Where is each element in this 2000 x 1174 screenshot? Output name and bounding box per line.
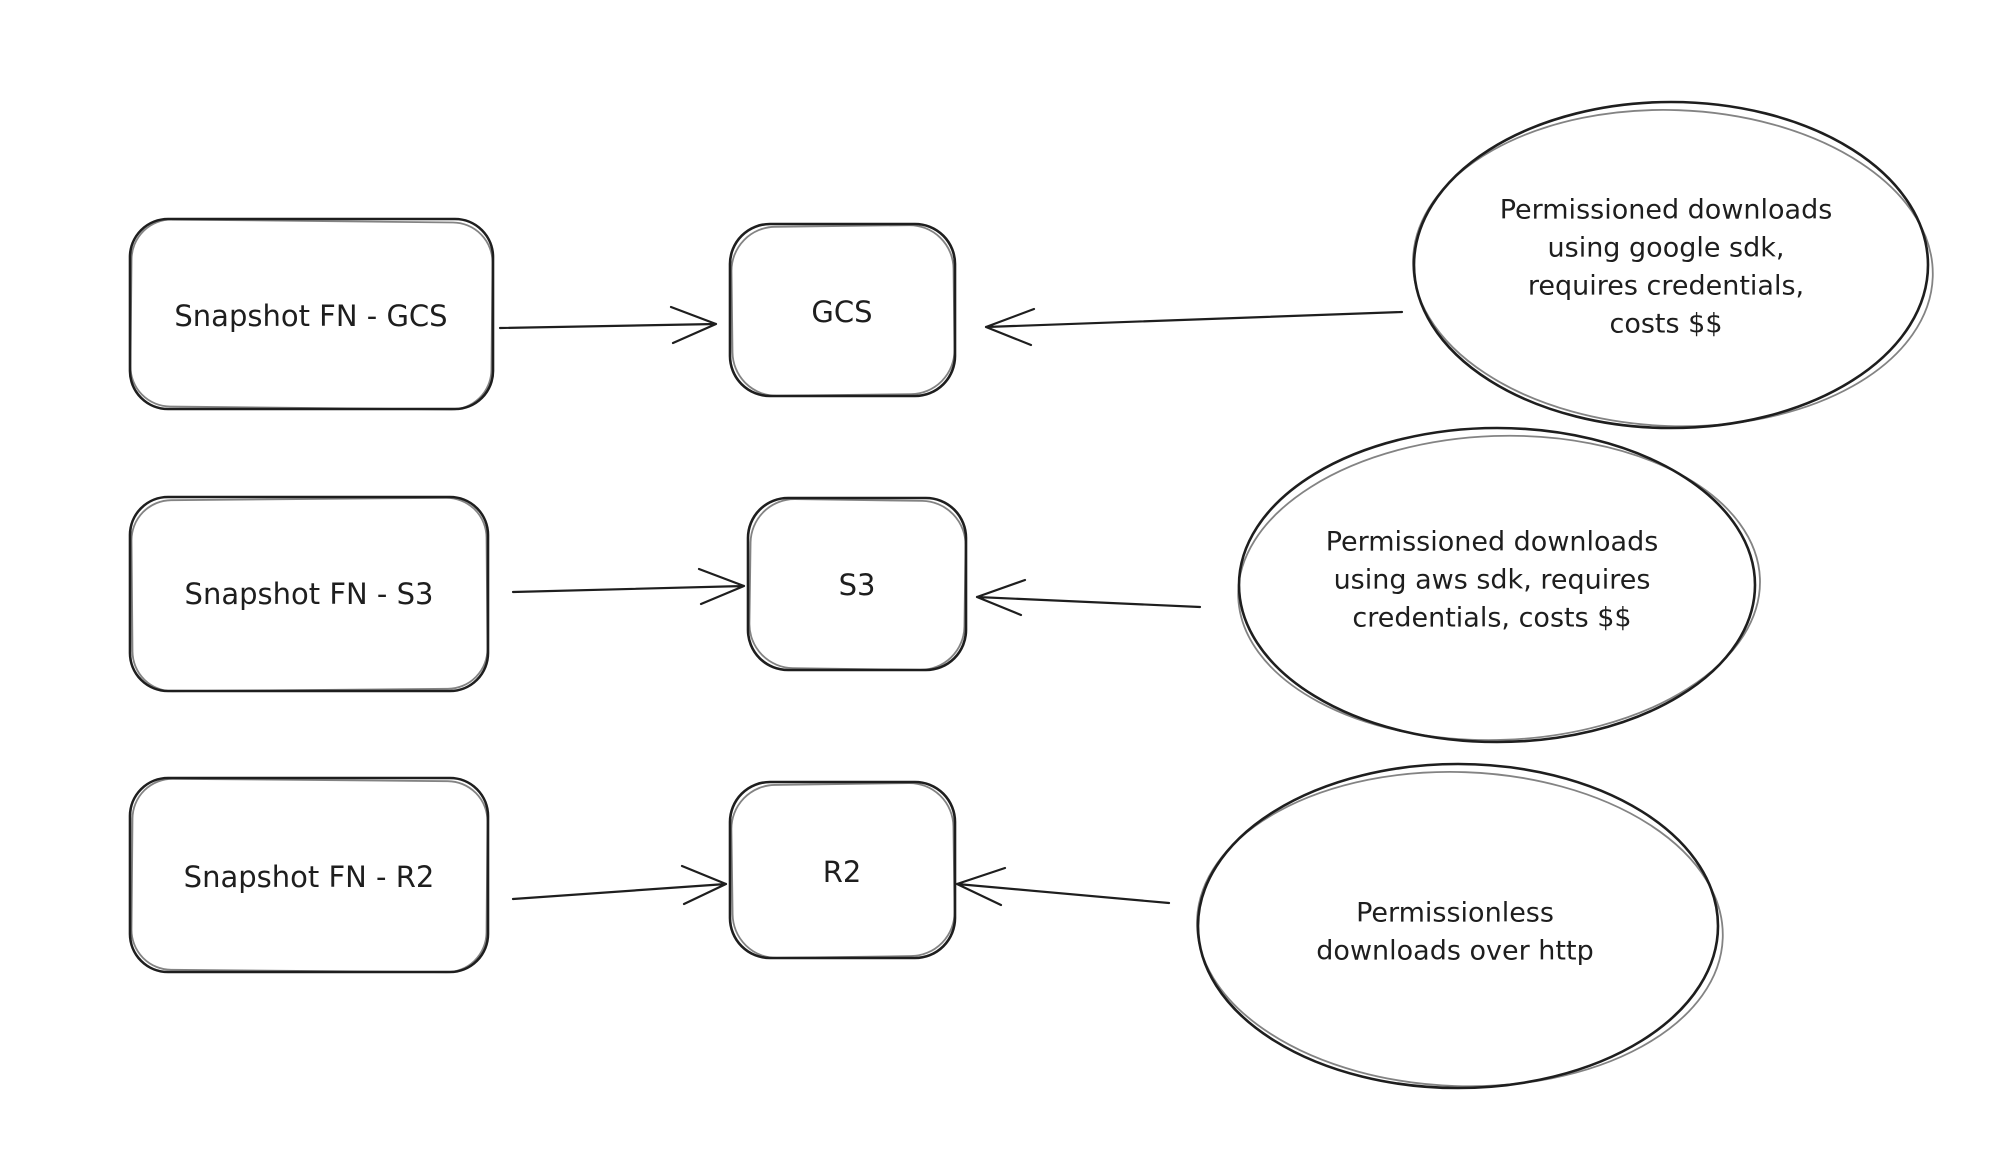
note-gcs-line: costs $$ (1609, 309, 1722, 340)
node-snapshot-fn-s3: Snapshot FN - S3 (128, 495, 490, 693)
note-gcs-ellipse (1412, 100, 1930, 430)
snapshot-fn-r2-label: Snapshot FN - R2 (184, 860, 435, 894)
s3-label: S3 (839, 568, 876, 602)
note-r2-line: Permissionless (1356, 898, 1554, 929)
note-r2-line: downloads over http (1316, 936, 1593, 967)
note-permissioned-s3: Permissioned downloads using aws sdk, re… (1237, 426, 1761, 744)
note-permissionless-r2: Permissionless downloads over http (1196, 762, 1724, 1090)
gcs-box (728, 222, 957, 398)
note-r2-ellipse (1196, 762, 1720, 1090)
note-s3-line: Permissioned downloads (1326, 527, 1659, 558)
snapshot-fn-gcs-label: Snapshot FN - GCS (174, 299, 447, 333)
snapshot-fn-s3-label: Snapshot FN - S3 (185, 577, 434, 611)
r2-box (728, 780, 957, 960)
note-permissioned-gcs: Permissioned downloads using google sdk,… (1412, 100, 1934, 430)
arrow-note-to-s3 (975, 578, 1202, 617)
sketch-stroke (1237, 434, 1761, 742)
r2-label: R2 (823, 855, 862, 889)
arrow-fn-s3-to-s3 (511, 567, 746, 606)
node-gcs: GCS (728, 222, 957, 398)
snapshot-fn-gcs-box (128, 217, 495, 411)
gcs-label: GCS (811, 295, 872, 329)
node-snapshot-fn-r2: Snapshot FN - R2 (128, 776, 490, 974)
arrow-note-to-gcs (984, 307, 1404, 347)
note-gcs-line: Permissioned downloads (1500, 195, 1833, 226)
note-s3-ellipse (1237, 426, 1757, 744)
node-s3: S3 (746, 496, 968, 672)
arrow-fn-r2-to-r2 (511, 864, 728, 906)
s3-box (746, 496, 968, 672)
node-r2: R2 (728, 780, 957, 960)
note-gcs-line: requires credentials, (1528, 271, 1804, 302)
note-gcs-line: using google sdk, (1548, 233, 1785, 264)
note-s3-line: credentials, costs $$ (1352, 603, 1631, 634)
snapshot-fn-s3-box (128, 495, 490, 693)
node-snapshot-fn-gcs: Snapshot FN - GCS (128, 217, 495, 411)
arrow-note-to-r2 (955, 866, 1171, 907)
arrow-fn-gcs-to-gcs (498, 305, 718, 345)
note-s3-line: using aws sdk, requires (1334, 565, 1651, 596)
snapshot-fn-r2-box (128, 776, 490, 974)
